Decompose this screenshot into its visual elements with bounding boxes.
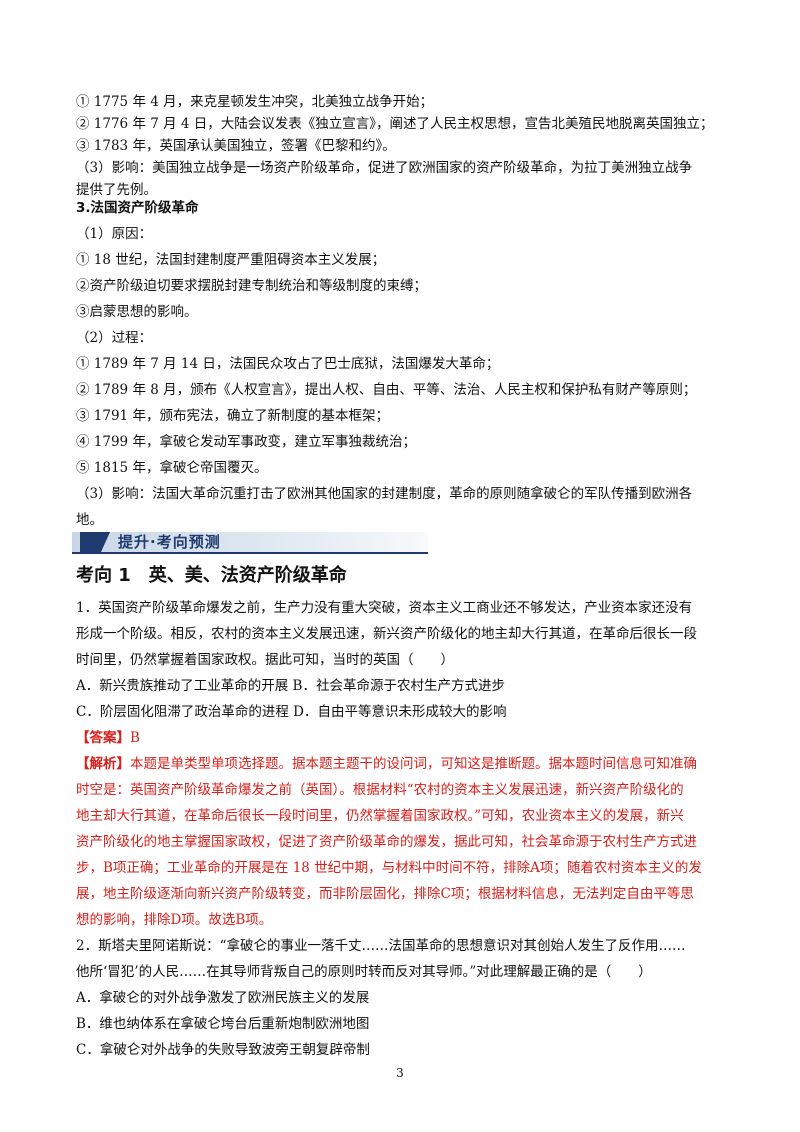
analysis-line: 地主却大行其道，在革命后很长一段时间里，仍然掌握着国家政权。”可知，农业资本主义… xyxy=(76,808,684,824)
analysis-line: 步，B项正确；工业革命的开展是在 18 世纪中期，与材料中时间不符，排除A项；随… xyxy=(76,860,702,876)
answer-value: B xyxy=(130,730,140,746)
text-line: （2）过程： xyxy=(76,330,153,346)
text-line: ④ 1799 年，拿破仑发动军事政变，建立军事独裁统治； xyxy=(76,434,416,450)
option-line: C．阶层固化阻滞了政治革命的进程 D．自由平等意识未形成较大的影响 xyxy=(76,704,507,720)
answer-tag: 【答案】 xyxy=(76,730,130,746)
text-line: ① 1775 年 4 月，来克星顿发生冲突，北美独立战争开始； xyxy=(76,94,434,110)
section-banner-label: 提升·考向预测 xyxy=(118,533,221,551)
question-line: 1．英国资产阶级革命爆发之前，生产力没有重大突破，资本主义工商业还不够发达，产业… xyxy=(76,600,693,616)
analysis-line: 【解析】本题是单类型单项选择题。据本题主题干的设问词，可知这是推断题。据本题时间… xyxy=(76,751,736,777)
analysis-line: 想的影响，排除D项。故选B项。 xyxy=(76,912,273,928)
option-line: C．拿破仑对外战争的失败导致波旁王朝复辟帝制 xyxy=(76,1042,370,1058)
text-line: ① 1789 年 7 月 14 日，法国民众攻占了巴士底狱，法国爆发大革命； xyxy=(76,356,500,372)
text-line: ② 1789 年 8 月，颁布《人权宣言》，提出人权、自由、平等、法治、人民主权… xyxy=(76,382,697,398)
analysis-line: 资产阶级化的地主掌握国家政权，促进了资产阶级革命的爆发，据此可知，社会革命源于农… xyxy=(76,834,697,850)
text-line: （3）影响：法国大革命沉重打击了欧洲其他国家的封建制度，革命的原则随拿破仑的军队… xyxy=(76,486,693,502)
option-line: B．维也纳体系在拿破仑垮台后重新炮制欧洲地图 xyxy=(76,1016,370,1032)
question-line: 时间里，仍然掌握着国家政权。据此可知，当时的英国（ ） xyxy=(76,652,454,668)
question-line: 他所‘冒犯’的人民……在其导师背叛自己的原则时转而反对其导师。”对此理解最正确的… xyxy=(76,964,652,980)
text-line: 地。 xyxy=(76,512,103,528)
analysis-line: 时空是：英国资产阶级革命爆发之前（英国）。根据材料“农村的资本主义发展迅速，新兴… xyxy=(76,782,684,798)
text-line: （3）影响：美国独立战争是一场资产阶级革命，促进了欧洲国家的资产阶级革命，为拉丁… xyxy=(76,160,693,176)
text-line: ③ 1783 年，英国承认美国独立，签署《巴黎和约》。 xyxy=(76,138,396,154)
analysis-text: 本题是单类型单项选择题。据本题主题干的设问词，可知这是推断题。据本题时间信息可知… xyxy=(130,756,697,772)
analysis-line: 展，地主阶级逐渐向新兴资产阶级转变，而非阶层固化，排除C项；根据材料信息，无法判… xyxy=(76,886,694,902)
page-number: 3 xyxy=(396,1066,404,1080)
answer-line: 【答案】B xyxy=(76,725,736,751)
text-line: ② 1776 年 7 月 4 日，大陆会议发表《独立宣言》，阐述了人民主权思想，… xyxy=(76,116,714,132)
text-line: 提供了先例。 xyxy=(76,182,157,198)
text-line: ③启蒙思想的影响。 xyxy=(76,304,198,320)
analysis-tag: 【解析】 xyxy=(76,756,130,772)
text-line: ③ 1791 年，颁布宪法，确立了新制度的基本框架； xyxy=(76,408,389,424)
text-line: ① 18 世纪，法国封建制度严重阻碍资本主义发展； xyxy=(76,252,386,268)
option-line: A．拿破仑的对外战争激发了欧洲民族主义的发展 xyxy=(76,990,370,1006)
option-line: A．新兴贵族推动了工业革命的开展 B．社会革命源于农村生产方式进步 xyxy=(76,678,505,694)
text-line: ②资产阶级迫切要求摆脱封建专制统治和等级制度的束缚； xyxy=(76,278,427,294)
topic-heading: 考向 1 英、美、法资产阶级革命 xyxy=(76,565,347,586)
section-subtitle: 3.法国资产阶级革命 xyxy=(76,200,199,216)
text-line: （1）原因： xyxy=(76,226,153,242)
question-line: 2．斯塔夫里阿诺斯说：“拿破仑的事业一落千丈……法国革命的思想意识对其创始人发生… xyxy=(76,938,686,954)
section-banner: 提升·考向预测 xyxy=(72,528,428,554)
text-line: ⑤ 1815 年，拿破仑帝国覆灭。 xyxy=(76,460,268,476)
question-line: 形成一个阶级。相反，农村的资本主义发展迅速，新兴资产阶级化的地主却大行其道，在革… xyxy=(76,626,697,642)
